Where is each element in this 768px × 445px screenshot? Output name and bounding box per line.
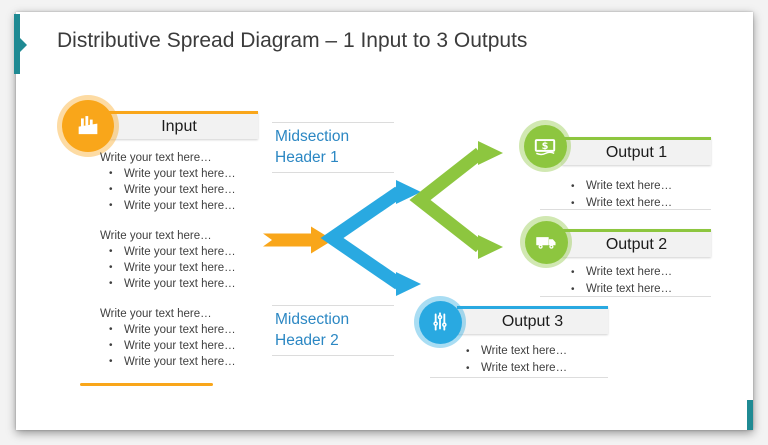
bullet-item: •Write text here… (562, 264, 722, 281)
input-header-label: Input (161, 117, 197, 135)
midsection-header-1-label: Midsection Header 1 (275, 128, 350, 166)
output-1-label: Output 1 (605, 143, 668, 161)
bullet-item: •Write text here… (562, 281, 722, 298)
slide-accent-marker (14, 14, 27, 74)
bullet-dot: • (571, 284, 575, 295)
input-text-group: Write your text here… •Write your text h… (100, 150, 268, 214)
bullet-dot: • (571, 267, 575, 278)
slide-corner-accent (747, 400, 753, 430)
bullet-item: •Write text here… (562, 178, 722, 195)
output-2-header-bar: Output 2 (562, 229, 711, 257)
banknote-icon: $ (523, 124, 567, 168)
bullet-item: •Write your text here… (109, 168, 236, 180)
bullet-item: •Write your text here… (109, 262, 236, 274)
output-1-text: •Write text here… •Write text here… (562, 178, 722, 212)
bullet-dot: • (109, 200, 113, 211)
midsection-header-1: Midsection Header 1 (272, 122, 394, 173)
input-text-group: Write your text here… •Write your text h… (100, 306, 268, 370)
blue-split-arrow (320, 186, 403, 290)
input-text-block: Write your text here… •Write your text h… (100, 150, 268, 370)
bullet-item: •Write your text here… (109, 356, 236, 368)
bullet-dot: • (466, 363, 470, 374)
bullet-dot: • (109, 168, 113, 179)
green-split-arrow (409, 147, 485, 253)
output-2-circle (520, 216, 572, 268)
input-arrow (263, 226, 333, 254)
bullet-dot: • (109, 278, 113, 289)
midsection-header-2: Midsection Header 2 (272, 305, 394, 356)
bullet-item: •Write your text here… (109, 200, 236, 212)
bullet-item: •Write text here… (457, 360, 617, 377)
bullet-dot: • (109, 246, 113, 257)
sliders-icon (418, 300, 462, 344)
bullet-dot: • (466, 346, 470, 357)
bullet-dot: • (571, 181, 575, 192)
divider-line (540, 209, 711, 210)
bullet-dot: • (109, 340, 113, 351)
midsection-header-2-label: Midsection Header 2 (275, 311, 350, 349)
group-header: Write your text here… (100, 230, 212, 242)
factory-icon (62, 100, 114, 152)
bullet-dot: • (109, 184, 113, 195)
output-3-text: •Write text here… •Write text here… (457, 343, 617, 377)
truck-icon (524, 220, 568, 264)
slide-canvas: Distributive Spread Diagram – 1 Input to… (14, 12, 753, 430)
divider-line (272, 172, 394, 173)
svg-text:$: $ (542, 141, 549, 152)
input-underline (80, 383, 213, 386)
bullet-item: •Write your text here… (109, 184, 236, 196)
slide-title: Distributive Spread Diagram – 1 Input to… (57, 29, 528, 52)
input-header-bar: Input (100, 111, 258, 139)
group-header: Write your text here… (100, 308, 212, 320)
divider-line (540, 296, 711, 297)
bullet-dot: • (571, 198, 575, 209)
bullet-dot: • (109, 324, 113, 335)
divider-line (272, 355, 394, 356)
output-2-text: •Write text here… •Write text here… (562, 264, 722, 298)
bullet-item: •Write your text here… (109, 324, 236, 336)
divider-line (272, 305, 394, 306)
input-text-group: Write your text here… •Write your text h… (100, 228, 268, 292)
output-3-circle (414, 296, 466, 348)
output-1-header-bar: Output 1 (562, 137, 711, 165)
bullet-item: •Write text here… (457, 343, 617, 360)
group-header: Write your text here… (100, 152, 212, 164)
output-3-label: Output 3 (501, 312, 564, 330)
divider-line (430, 377, 608, 378)
bullet-dot: • (109, 356, 113, 367)
bullet-item: •Write your text here… (109, 278, 236, 290)
output-2-label: Output 2 (605, 235, 668, 253)
output-1-circle: $ (519, 120, 571, 172)
bullet-item: •Write your text here… (109, 340, 236, 352)
bullet-item: •Write your text here… (109, 246, 236, 258)
input-circle (57, 95, 119, 157)
bullet-item: •Write text here… (562, 195, 722, 212)
output-3-header-bar: Output 3 (457, 306, 608, 334)
divider-line (272, 122, 394, 123)
bullet-dot: • (109, 262, 113, 273)
